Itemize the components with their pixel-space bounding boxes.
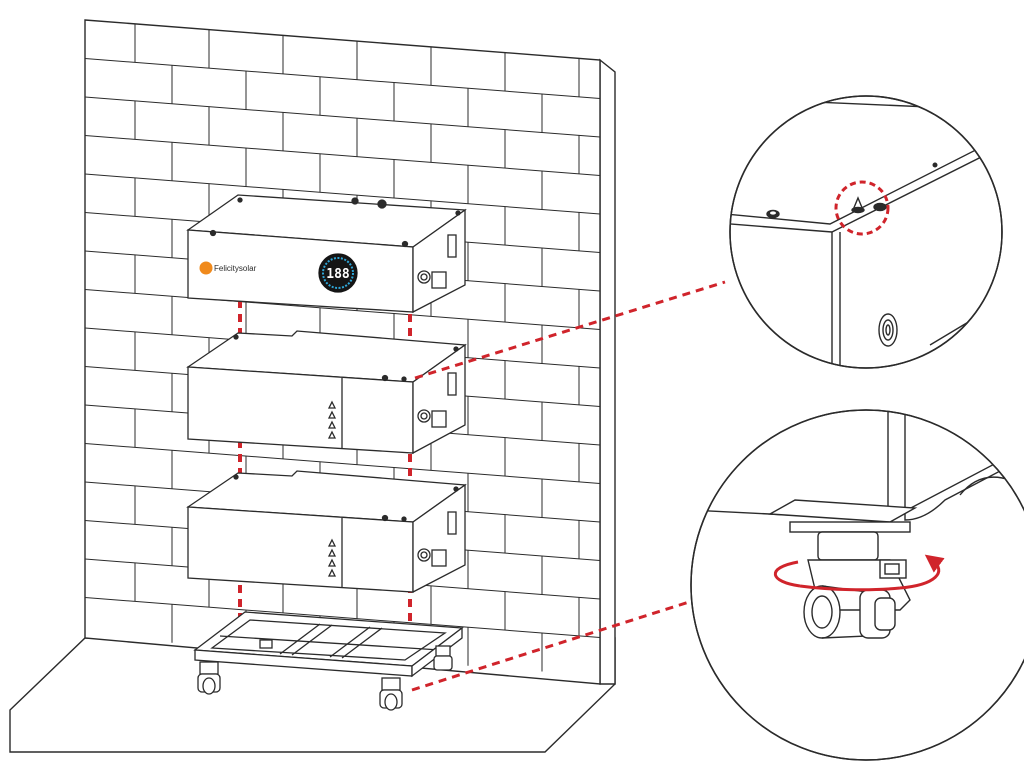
status-leds — [327, 538, 337, 577]
status-leds — [327, 400, 337, 439]
caster-wheel — [433, 645, 453, 671]
brand-logo: Felicitysolar — [199, 261, 257, 275]
detail-callout-bottom — [690, 409, 1024, 761]
callout-leaders — [411, 280, 726, 692]
display-readout: 188 — [326, 267, 350, 282]
caster-wheel — [259, 639, 273, 649]
caster-wheel — [379, 677, 403, 711]
dashed-circle-highlight-icon — [834, 180, 890, 236]
brand-logo-text: Felicitysolar — [214, 264, 257, 273]
inverter-unit: Felicitysolar 188 — [186, 194, 467, 314]
battery-module-2 — [186, 470, 467, 594]
battery-module-1 — [186, 330, 467, 455]
lcd-display: 188 — [318, 253, 358, 293]
brand-logo-icon — [199, 261, 213, 275]
detail-callout-top — [729, 95, 1003, 369]
caster-wheel — [197, 661, 221, 695]
wheeled-base — [193, 611, 464, 711]
rotation-arrow-icon — [773, 554, 945, 592]
